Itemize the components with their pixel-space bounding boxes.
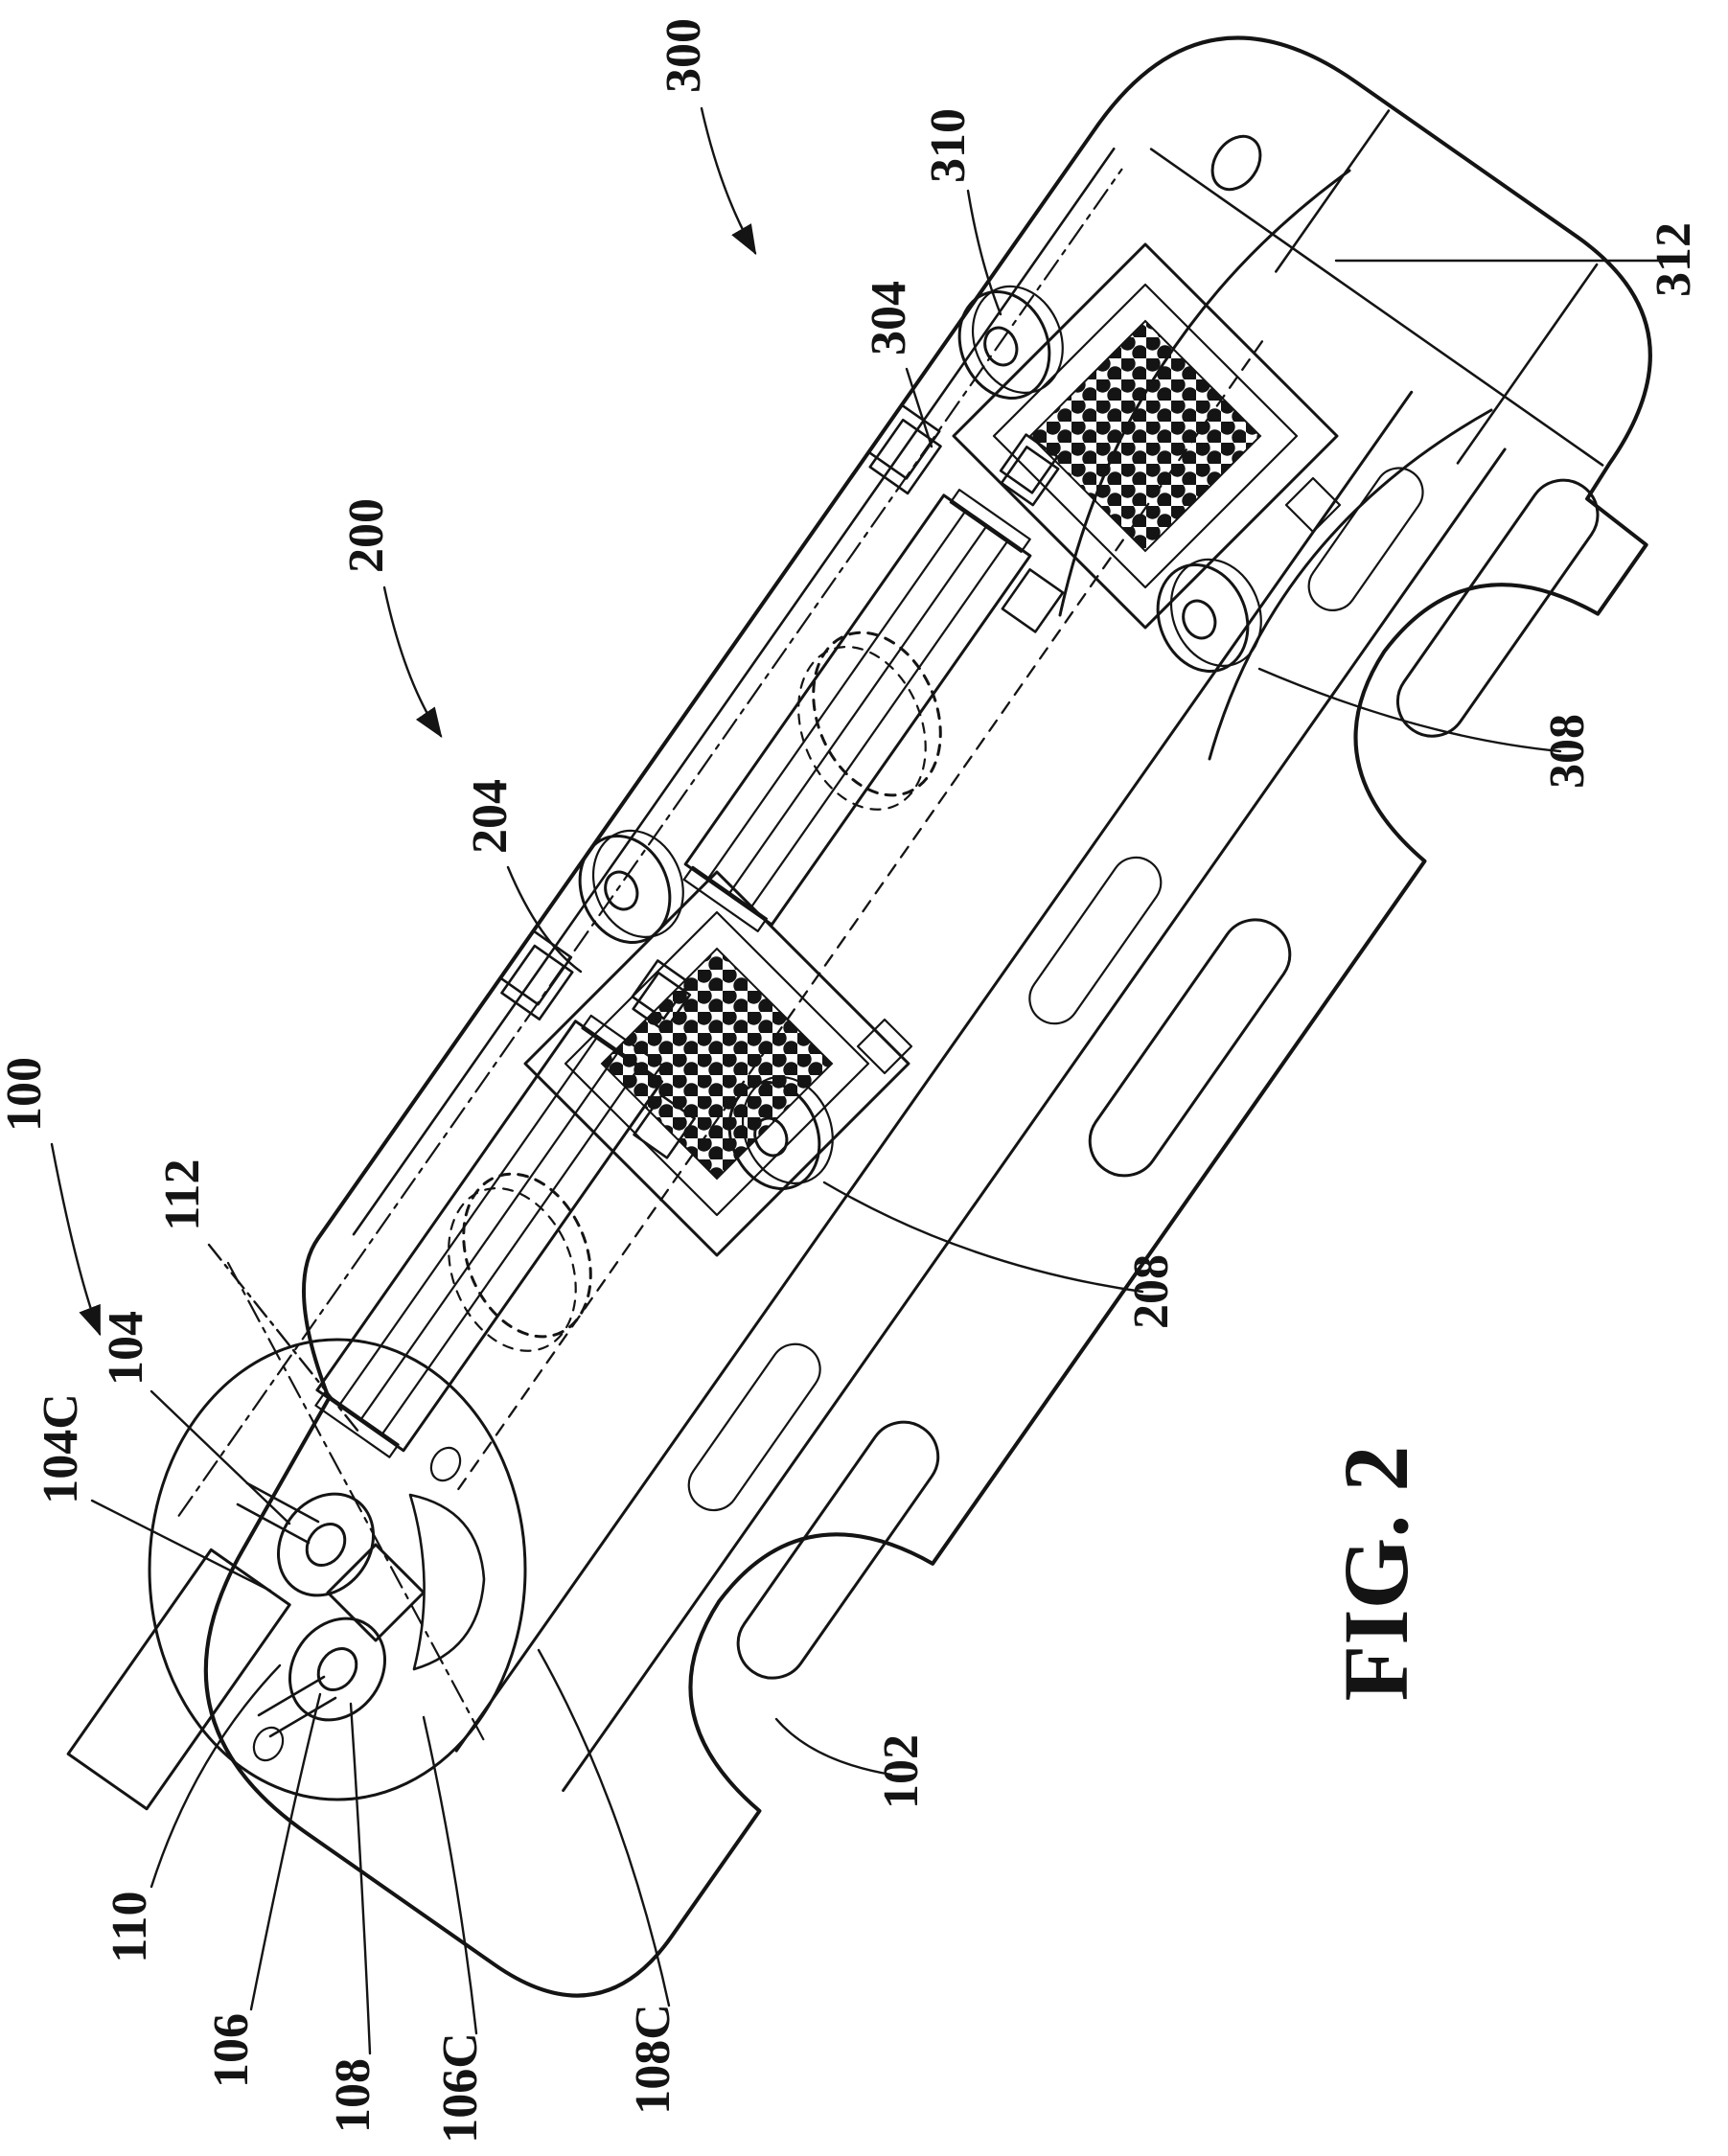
leader-304 bbox=[905, 367, 933, 448]
corner-hole-upper bbox=[429, 1446, 462, 1482]
ref-label-300: 300 bbox=[657, 18, 711, 93]
scallop-arc-inner bbox=[1208, 408, 1493, 761]
ref-label-102: 102 bbox=[874, 1734, 929, 1809]
top-edge-inner-line bbox=[352, 147, 1116, 1236]
figure-caption: FIG. 2 bbox=[1325, 1446, 1427, 1702]
leader-208 bbox=[822, 1181, 1144, 1294]
ref-label-108c: 108C bbox=[626, 2004, 680, 2115]
leader-204 bbox=[506, 865, 583, 974]
mini-diamond-300 bbox=[1284, 476, 1342, 534]
sidewall-boundary bbox=[562, 447, 1507, 1793]
ref-label-100: 100 bbox=[0, 1057, 52, 1132]
end-block-edges bbox=[1149, 109, 1604, 467]
ref-label-304: 304 bbox=[862, 281, 916, 356]
reference-labels: 100 102 104 104C 106 106C 108 108C 110 1… bbox=[0, 18, 1701, 2144]
leader-108c bbox=[537, 1648, 671, 2007]
leader-106 bbox=[249, 1692, 322, 2011]
leader-100 bbox=[50, 1142, 102, 1337]
body-outline bbox=[203, 35, 1652, 1998]
mini-diamond-200 bbox=[856, 1018, 913, 1075]
chip-station-300 bbox=[952, 242, 1339, 630]
ref-label-110: 110 bbox=[103, 1891, 157, 1962]
leader-200 bbox=[382, 585, 443, 738]
ref-label-310: 310 bbox=[921, 108, 976, 183]
scallop-arc-outer bbox=[1058, 169, 1351, 617]
link-bars-upper bbox=[236, 1481, 320, 1545]
assembly-centerline bbox=[226, 1261, 489, 1748]
base-slots bbox=[687, 467, 1600, 1680]
leader-110 bbox=[150, 1663, 282, 1889]
leader-106c bbox=[422, 1715, 478, 2035]
roller-308 bbox=[1156, 558, 1262, 673]
leader-102 bbox=[774, 1717, 893, 1777]
link-bars-lower bbox=[257, 1675, 337, 1738]
side-wing bbox=[408, 1493, 486, 1671]
rails-station-300 bbox=[682, 489, 1032, 932]
roller-208 bbox=[727, 1075, 834, 1190]
ref-label-208: 208 bbox=[1124, 1254, 1179, 1329]
ref-label-108: 108 bbox=[326, 2058, 380, 2133]
ref-label-200: 200 bbox=[339, 498, 394, 573]
eye-roller-upper bbox=[276, 1492, 376, 1597]
eye-roller-lower bbox=[288, 1617, 387, 1722]
leader-lines bbox=[50, 106, 1666, 2055]
center-diamond bbox=[326, 1543, 426, 1642]
leader-108 bbox=[349, 1702, 372, 2055]
roller-204 bbox=[578, 829, 684, 944]
leader-104 bbox=[150, 1389, 291, 1525]
chip-grid-300 bbox=[1028, 319, 1262, 553]
ref-label-104: 104 bbox=[99, 1311, 153, 1386]
teardrop-hole bbox=[1210, 134, 1262, 192]
rails-station-100 bbox=[66, 1548, 291, 1811]
ref-label-204: 204 bbox=[463, 779, 518, 854]
chip-grid-200 bbox=[600, 947, 834, 1181]
face-boundary bbox=[454, 390, 1414, 1753]
leader-310 bbox=[966, 189, 1002, 316]
leader-300 bbox=[700, 106, 757, 256]
roller-310 bbox=[957, 285, 1064, 400]
rail-centerline bbox=[177, 168, 1123, 1517]
spring-station-200 bbox=[448, 1172, 592, 1352]
leader-308 bbox=[1257, 667, 1562, 753]
ref-label-106c: 106C bbox=[433, 2032, 488, 2144]
spring-station-300 bbox=[797, 631, 942, 811]
leader-104c bbox=[90, 1499, 272, 1593]
ref-label-104c: 104C bbox=[34, 1393, 88, 1504]
ref-label-308: 308 bbox=[1540, 714, 1595, 789]
detail-circle bbox=[148, 1338, 527, 1801]
detail-circle-assembly bbox=[148, 1261, 527, 1801]
leader-112 bbox=[207, 1243, 360, 1434]
ref-label-312: 312 bbox=[1647, 222, 1701, 297]
corner-hole-lower bbox=[252, 1726, 285, 1762]
ref-label-112: 112 bbox=[155, 1158, 210, 1230]
ref-label-106: 106 bbox=[204, 2013, 259, 2088]
